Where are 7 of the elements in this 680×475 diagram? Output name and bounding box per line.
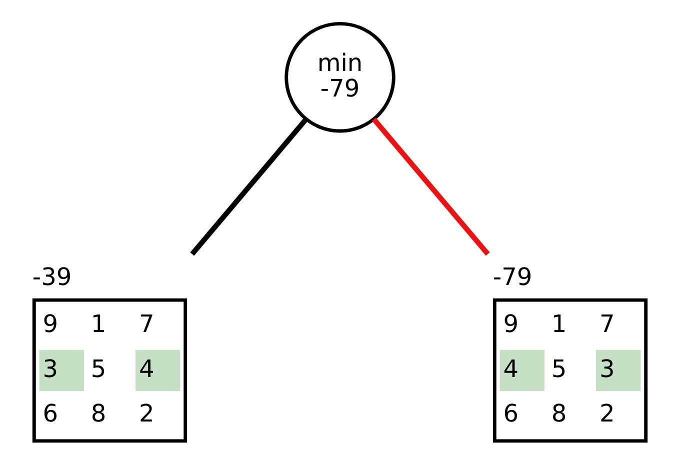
node-circle: min -79 (284, 21, 396, 132)
node-label: -79 (492, 262, 532, 290)
node-box: 9 1 7 3 5 4 6 8 2 (32, 298, 188, 442)
connector (190, 117, 308, 256)
node-label: -39 (32, 262, 72, 290)
node-box: 9 1 7 4 5 3 6 8 2 (492, 298, 648, 442)
connector (372, 117, 490, 256)
